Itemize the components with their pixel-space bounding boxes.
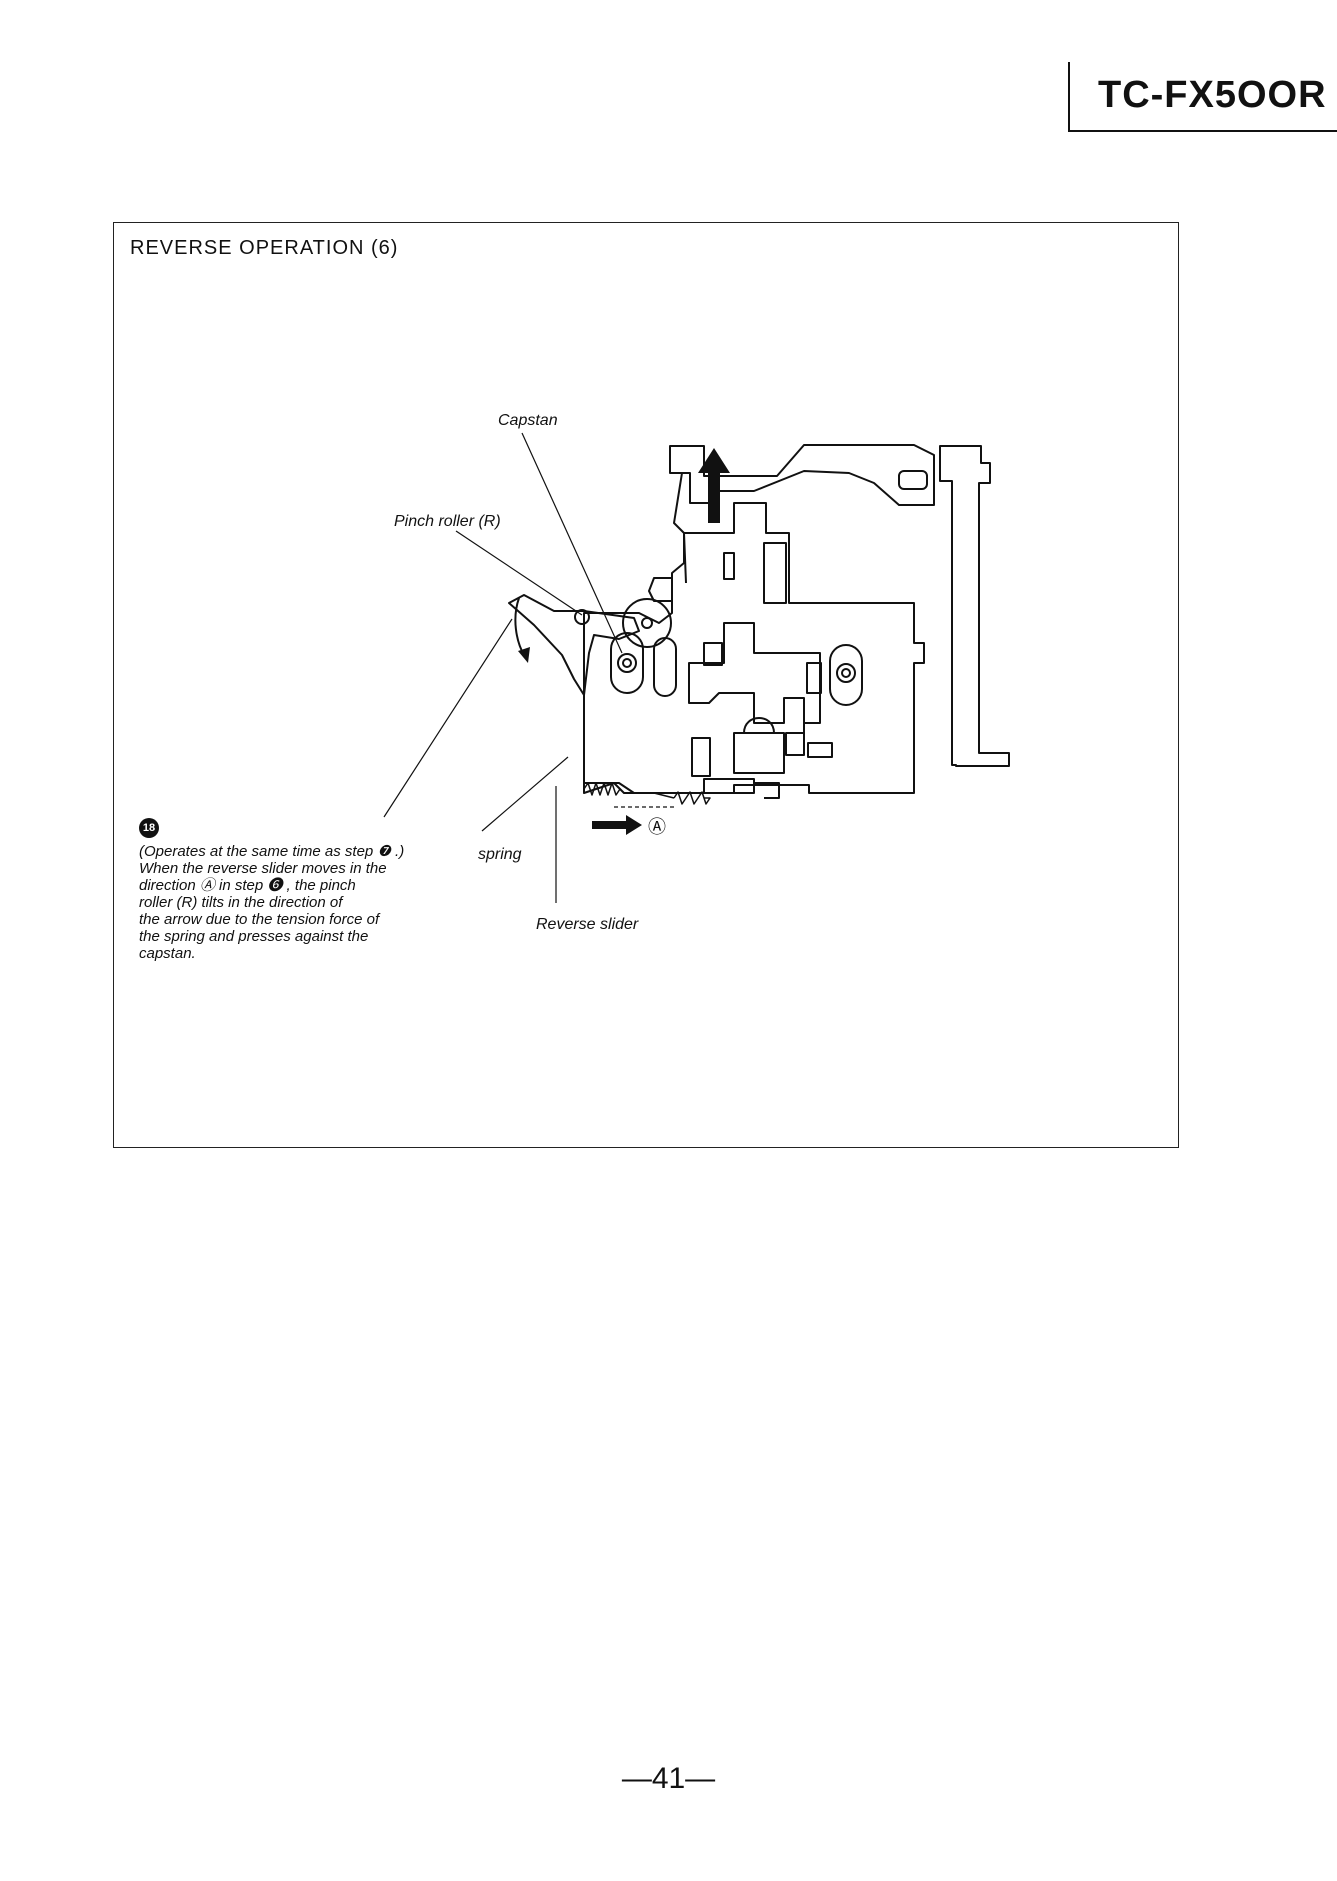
note-line: direction Ⓐ in step ❻ , the pinch xyxy=(139,877,356,894)
slot-oval xyxy=(653,637,677,697)
reverse-slider-label: Reverse slider xyxy=(536,916,639,933)
tilt-arrow xyxy=(514,597,525,656)
top-arm xyxy=(669,444,935,506)
step-number-badge: 18 xyxy=(139,818,159,838)
top-arm-slot xyxy=(898,470,928,490)
capstan-leader xyxy=(521,432,623,654)
center-block xyxy=(733,732,785,774)
spring-label: spring xyxy=(478,846,522,863)
chassis xyxy=(583,502,925,794)
pinch-roller-label: Pinch roller (R) xyxy=(394,513,501,530)
note-line: (Operates at the same time as step ❼ .) xyxy=(139,843,405,860)
header-divider-vertical xyxy=(1068,62,1070,132)
arm-pivot xyxy=(574,609,590,625)
pinch-roller-leader xyxy=(455,530,583,616)
note-leader xyxy=(383,618,513,818)
tension-spring xyxy=(583,782,711,805)
side-rail xyxy=(939,445,1010,767)
pinch-roller-arm xyxy=(508,594,640,696)
capstan-housing-right xyxy=(829,644,863,706)
capstan-housing-left xyxy=(610,632,644,694)
lever xyxy=(763,542,787,604)
note-line: capstan. xyxy=(139,945,196,962)
step-note: (Operates at the same time as step ❼ .) … xyxy=(139,843,459,962)
note-line: When the reverse slider moves in the xyxy=(139,860,387,877)
direction-arrow xyxy=(592,815,642,835)
diagram-frame: REVERSE OPERATION (6) xyxy=(113,222,1179,1148)
header-divider-horizontal xyxy=(1068,130,1337,132)
model-number: TC-FX5OOR xyxy=(1098,74,1327,116)
mechanism-diagram: Ⓐ Capstan Pinch roller (R) spring Revers… xyxy=(383,412,1010,933)
capstan-shaft xyxy=(617,653,637,673)
direction-a-mark: Ⓐ xyxy=(648,817,666,837)
page-number: —41— xyxy=(621,1762,716,1795)
capstan-label: Capstan xyxy=(498,412,558,429)
note-line: the spring and presses against the xyxy=(139,928,369,945)
lever-slot xyxy=(723,552,735,580)
spring-leader xyxy=(481,756,569,832)
reverse-slider-bar xyxy=(703,778,755,794)
up-arrow xyxy=(698,448,730,523)
note-line: roller (R) tilts in the direction of xyxy=(139,894,343,911)
inner-plate xyxy=(688,622,821,724)
bracket xyxy=(648,577,672,602)
section-title: REVERSE OPERATION (6) xyxy=(130,237,399,259)
pinch-roller xyxy=(622,598,672,648)
note-line: the arrow due to the tension force of xyxy=(139,911,380,928)
